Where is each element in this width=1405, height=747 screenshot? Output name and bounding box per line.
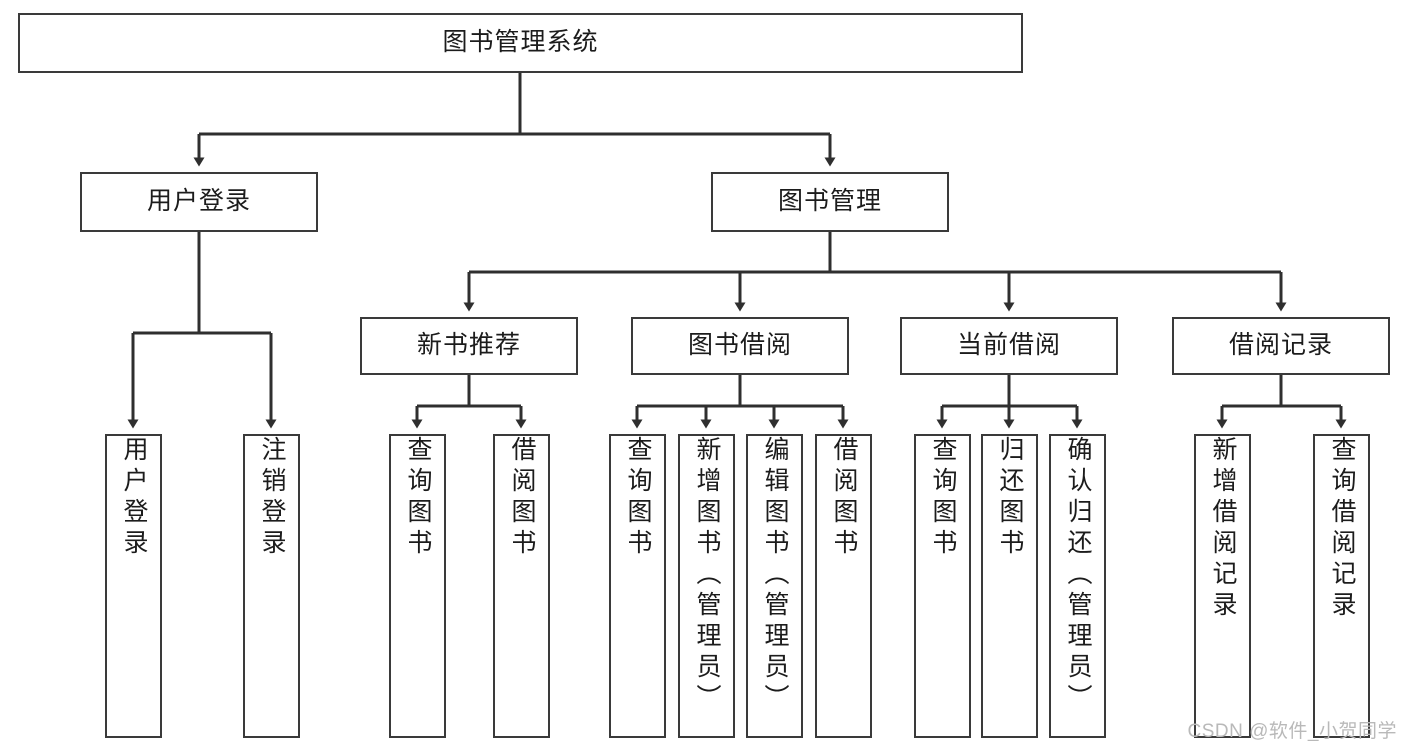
node-label: 确认归还（管理员） — [1064, 436, 1092, 715]
node-new-book-recommendation[interactable]: 新书推荐 — [360, 317, 578, 375]
node-label: 新增图书（管理员） — [693, 436, 721, 715]
leaf-edit-book-admin[interactable]: 编辑图书（管理员） — [746, 434, 803, 738]
leaf-add-borrow-record[interactable]: 新增借阅记录 — [1194, 434, 1251, 738]
node-label: 查询图书 — [404, 436, 432, 560]
node-user-login[interactable]: 用户登录 — [80, 172, 318, 232]
leaf-query-book-borrowing[interactable]: 查询图书 — [609, 434, 666, 738]
node-label: 查询借阅记录 — [1328, 436, 1356, 622]
node-label: 借阅图书 — [508, 436, 536, 560]
leaf-borrow-book-borrowing[interactable]: 借阅图书 — [815, 434, 872, 738]
node-label: 借阅图书 — [830, 436, 858, 560]
node-label: 新增借阅记录 — [1209, 436, 1237, 622]
node-label: 图书管理 — [777, 187, 882, 216]
leaf-user-login[interactable]: 用户登录 — [105, 434, 162, 738]
leaf-add-book-admin[interactable]: 新增图书（管理员） — [678, 434, 735, 738]
node-label: 借阅记录 — [1228, 331, 1333, 360]
leaf-logout[interactable]: 注销登录 — [243, 434, 300, 738]
node-book-management[interactable]: 图书管理 — [711, 172, 949, 232]
node-borrowing-record[interactable]: 借阅记录 — [1172, 317, 1390, 375]
node-label: 用户登录 — [120, 436, 148, 560]
leaf-query-book-new-book[interactable]: 查询图书 — [389, 434, 446, 738]
node-current-borrowing[interactable]: 当前借阅 — [900, 317, 1118, 375]
leaf-query-borrow-record[interactable]: 查询借阅记录 — [1313, 434, 1370, 738]
node-root-book-management-system[interactable]: 图书管理系统 — [18, 13, 1023, 73]
leaf-borrow-book-new-book[interactable]: 借阅图书 — [493, 434, 550, 738]
node-label: 新书推荐 — [416, 331, 521, 360]
node-label: 编辑图书（管理员） — [761, 436, 789, 715]
node-label: 图书借阅 — [687, 331, 792, 360]
leaf-query-book-current[interactable]: 查询图书 — [914, 434, 971, 738]
node-label: 注销登录 — [258, 436, 286, 560]
node-label: 用户登录 — [146, 187, 251, 216]
node-label: 归还图书 — [996, 436, 1024, 560]
csdn-watermark: CSDN @软件_小贺同学 — [1187, 721, 1397, 742]
node-book-borrowing[interactable]: 图书借阅 — [631, 317, 849, 375]
node-label: 图书管理系统 — [442, 28, 599, 57]
leaf-return-book[interactable]: 归还图书 — [981, 434, 1038, 738]
node-label: 当前借阅 — [956, 331, 1061, 360]
leaf-confirm-return-admin[interactable]: 确认归还（管理员） — [1049, 434, 1106, 738]
node-label: 查询图书 — [624, 436, 652, 560]
node-label: 查询图书 — [929, 436, 957, 560]
